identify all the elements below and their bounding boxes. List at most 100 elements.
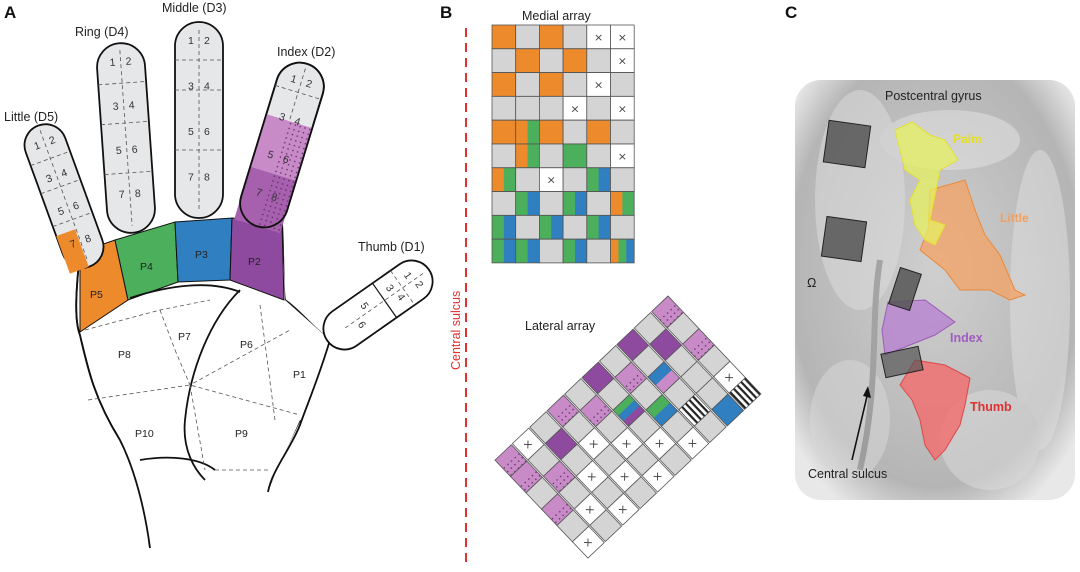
digit-number: 3 [383, 282, 396, 294]
panel-label-b: B [440, 3, 452, 22]
cross-icon: × [547, 174, 556, 187]
electrode-cell [624, 476, 658, 510]
label-ring-finger: Ring (D4) [75, 25, 129, 39]
pad-label-p7: P7 [178, 331, 191, 343]
panel-label-a: A [4, 3, 16, 22]
electrode-cell [610, 238, 635, 264]
inactive-cell [586, 72, 611, 97]
digit-number: 3 [112, 101, 119, 113]
electrode-cell [515, 119, 540, 145]
index-label: Index [950, 331, 983, 345]
postcentral-gyrus-label: Postcentral gyrus [885, 89, 982, 103]
pad-label-p6: P6 [240, 339, 253, 351]
crease [183, 289, 241, 481]
electrode-array [820, 215, 868, 263]
electrode-cell [562, 24, 588, 50]
electrode-cell [586, 238, 611, 264]
electrode-cell [586, 167, 611, 192]
electrode-cell: × [606, 492, 640, 526]
digit-number: 5 [115, 145, 122, 157]
label-middle-finger: Middle (D3) [162, 1, 227, 15]
pad-label-p1: P1 [293, 369, 306, 381]
panel-b-arrays: B Central sulcus Medial array ×××××××× L… [440, 3, 762, 566]
electrode-array [888, 266, 922, 312]
electrode-cell [589, 509, 623, 543]
palm-left-edge [75, 251, 151, 549]
digit-number: 6 [355, 319, 368, 331]
inactive-cell [610, 96, 635, 121]
digit-number: 8 [135, 188, 142, 200]
digit-number: 4 [204, 81, 210, 93]
digit-number: 1 [401, 270, 414, 282]
electrode-cell [562, 48, 588, 73]
little-label: Little [1000, 211, 1029, 225]
electrode-cell [586, 214, 611, 240]
electrode-cell: × [571, 525, 605, 559]
central-sulcus-label: Central sulcus [449, 291, 463, 370]
cross-icon: × [594, 31, 603, 44]
electrode-cell [491, 48, 517, 73]
digit-number: 7 [68, 238, 78, 251]
palm-label: Palm [953, 132, 982, 146]
electrode-cell [539, 214, 564, 240]
electrode-cell [539, 238, 564, 264]
lateral-array-title: Lateral array [525, 319, 596, 333]
electrode-cell: × [539, 167, 564, 192]
region-index [881, 299, 956, 356]
electrode-cell [610, 72, 635, 97]
electrode-cell [658, 443, 692, 477]
digit-number: 7 [188, 172, 194, 184]
pad-label-p5: P5 [90, 289, 103, 301]
electrode-cell [491, 143, 517, 169]
digit-number: 2 [204, 35, 210, 47]
region-palm [894, 121, 959, 246]
electrode-cell [491, 167, 517, 192]
digit-number: 3 [277, 111, 286, 124]
electrode-cell: × [610, 48, 635, 73]
electrode-cell [539, 143, 564, 169]
arrow-head-icon [863, 386, 871, 398]
digit-number: 4 [128, 100, 135, 112]
digit-number: 5 [266, 149, 275, 162]
pad-label-p3: P3 [195, 249, 208, 261]
digit-number: 1 [188, 35, 194, 47]
digit-number: 7 [254, 186, 263, 199]
digit-number: 8 [270, 191, 279, 204]
electrode-cell [491, 191, 517, 216]
cross-icon: × [618, 31, 627, 44]
electrode-cell: × [676, 426, 710, 460]
digit-number: 4 [394, 292, 407, 304]
digit-number: 2 [47, 134, 57, 147]
electrode-cell [515, 167, 540, 192]
electrode-cell [515, 48, 540, 73]
digit-number: 6 [131, 144, 138, 156]
digit-number: 1 [289, 73, 298, 86]
electrode-cell [562, 214, 588, 240]
electrode-cell [539, 119, 564, 145]
electrode-cell [728, 377, 762, 410]
crease [139, 456, 216, 471]
panel-label-c: C [785, 3, 797, 22]
electrode-cell [562, 143, 588, 169]
inactive-cell [610, 144, 635, 168]
pad-label-p10: P10 [135, 428, 154, 440]
digit-number: 3 [44, 172, 54, 185]
electrode-cell [610, 119, 635, 145]
region-little [919, 179, 1027, 301]
palm-fill [80, 220, 330, 548]
digit-number: 7 [119, 189, 126, 201]
pad-label-p9: P9 [235, 428, 248, 440]
digit-number: 5 [188, 126, 194, 138]
digit-number: 2 [125, 55, 132, 67]
electrode-cell [515, 72, 540, 97]
gyri-shading [810, 90, 1070, 490]
electrode-cell [610, 191, 635, 216]
electrode-cell [515, 96, 540, 121]
pad-label-p2: P2 [248, 256, 261, 268]
